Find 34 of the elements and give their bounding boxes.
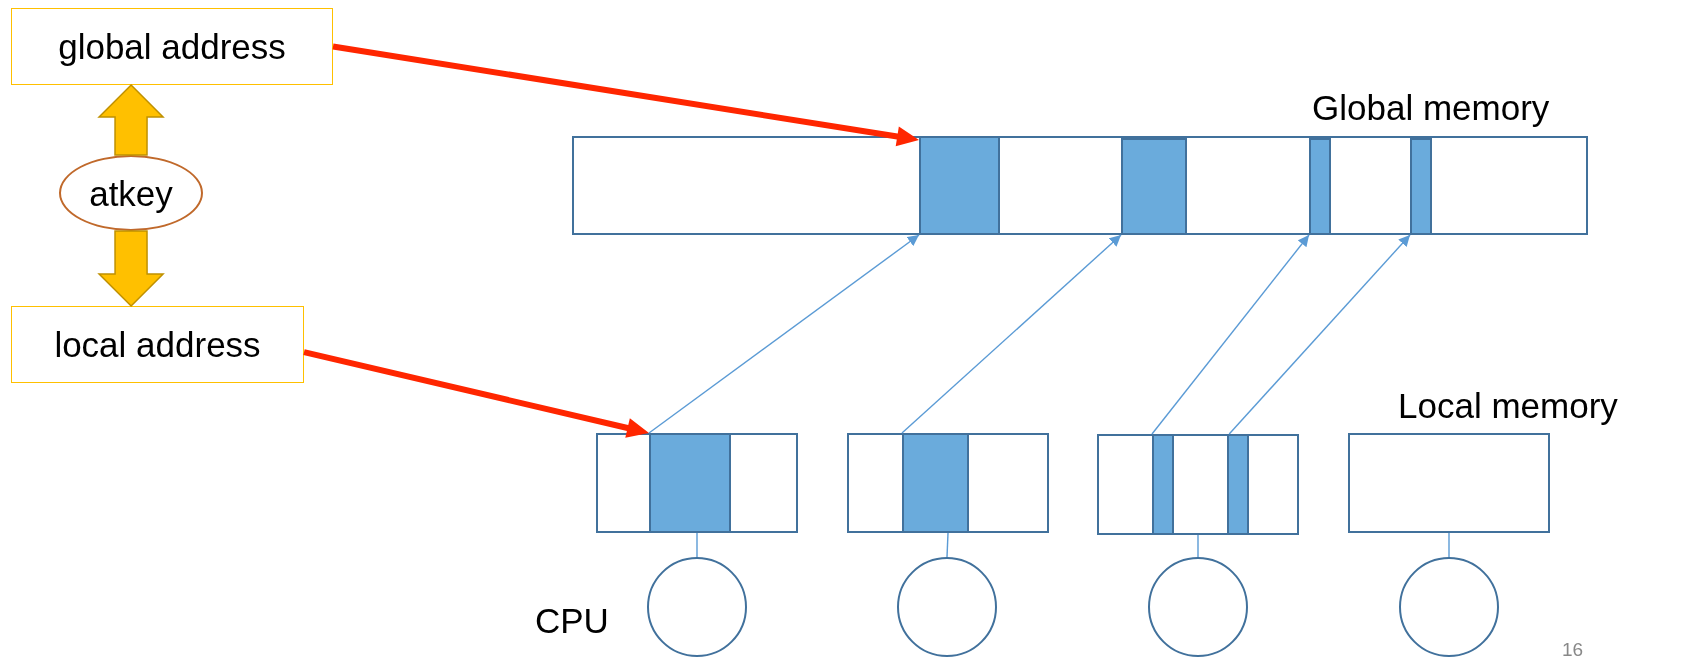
connector-line xyxy=(1197,534,1199,558)
memory-block xyxy=(847,433,1049,533)
memory-label: Local memory xyxy=(1398,388,1618,423)
memory-segment xyxy=(1121,138,1187,235)
memory-block xyxy=(1097,434,1299,535)
node-text: local address xyxy=(54,327,261,362)
memory-segment xyxy=(1152,434,1174,535)
arrow xyxy=(648,234,920,434)
connector-line xyxy=(696,532,698,558)
address-box xyxy=(11,306,304,383)
arrow xyxy=(97,230,165,308)
memory-segment xyxy=(919,136,1000,235)
address-box xyxy=(11,8,333,85)
arrow xyxy=(1228,234,1411,435)
memory-segment xyxy=(1227,434,1249,535)
memory-block xyxy=(596,433,798,533)
arrow xyxy=(97,83,165,156)
memory-block xyxy=(572,136,1588,235)
arrow xyxy=(1151,234,1310,435)
page-number: 16 xyxy=(1562,640,1584,659)
memory-segment xyxy=(1309,138,1331,235)
memory-label: Global memory xyxy=(1312,90,1550,125)
memory-segment xyxy=(649,433,731,533)
arrow xyxy=(332,43,919,147)
memory-segment xyxy=(1410,138,1432,235)
node-text: global address xyxy=(58,29,286,64)
arrow xyxy=(303,349,649,438)
arrow xyxy=(901,234,1122,434)
node-text: atkey xyxy=(89,175,173,211)
connector-line xyxy=(1448,532,1450,558)
cpu-label: CPU xyxy=(535,603,609,638)
connector-line xyxy=(946,532,949,558)
memory-segment xyxy=(902,433,969,533)
memory-block xyxy=(1348,433,1550,533)
